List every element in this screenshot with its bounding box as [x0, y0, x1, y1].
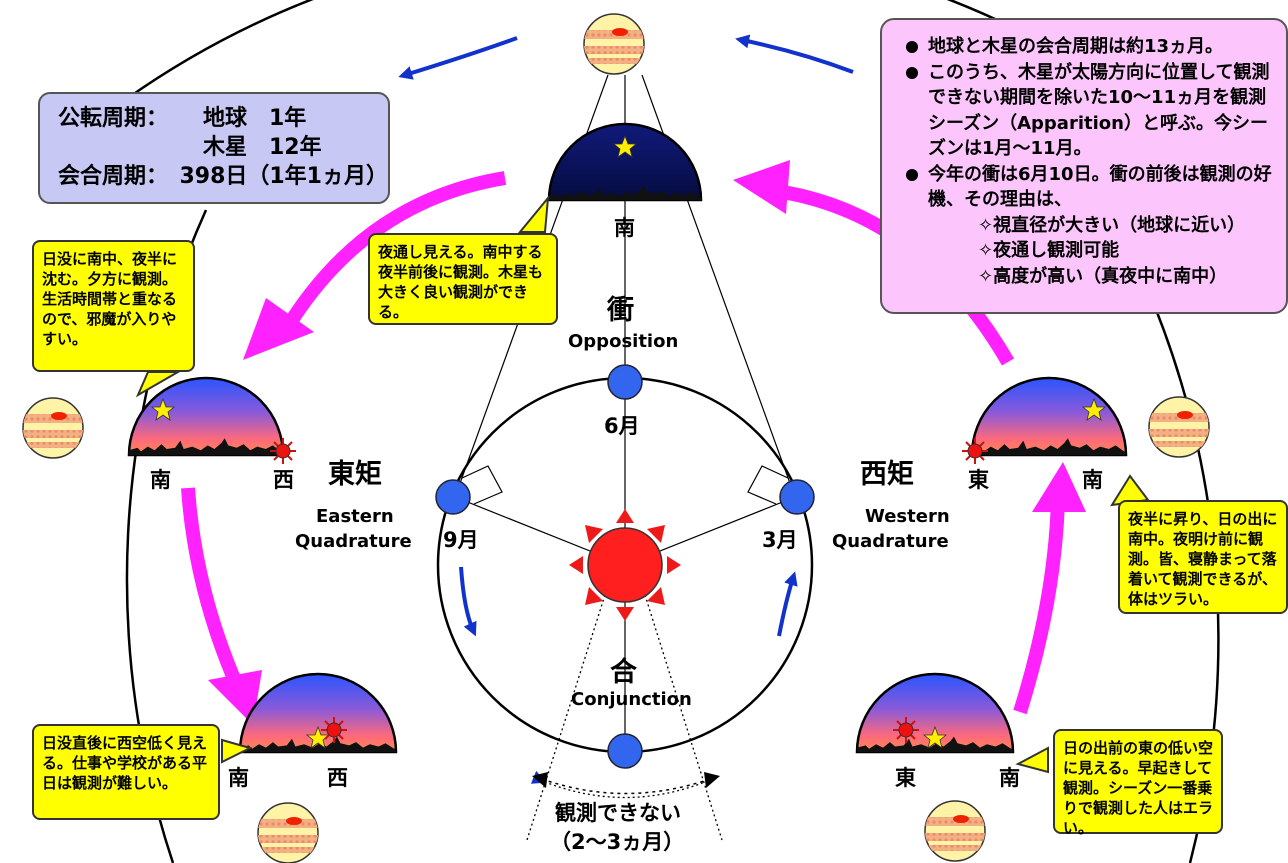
opposition-label: 衝 [607, 295, 634, 326]
eastern-en-label-1: Eastern [316, 506, 394, 527]
jupiter-period: 木星 12年 [203, 135, 322, 160]
eastern-quadrature-label: 東矩 [328, 459, 382, 490]
eastern-en-label-2: Quadrature [295, 531, 412, 552]
arrow-top-left [398, 36, 518, 80]
callout-evening: 日没直後に西空低く見える。仕事や学校がある平日は観測が難しい。 [32, 724, 220, 820]
star-icon [922, 725, 948, 749]
unobservable-period-label: （2～3ヵ月） [550, 830, 685, 854]
info-bullet-3: 今年の衝は6月10日。衝の前後は観測の好機、その理由は、 [906, 162, 1280, 213]
opposition-en-label: Opposition [568, 331, 679, 352]
magenta-arrowheads [208, 160, 1086, 725]
conjunction-en-label: Conjunction [571, 689, 692, 710]
western-en-label-1: Western [865, 506, 950, 527]
star-icon [150, 397, 176, 421]
synodic-label: 会合周期： [58, 164, 169, 189]
arrow-right-up [777, 571, 798, 637]
sky-dome-icon [127, 376, 296, 464]
sun-icon [569, 509, 681, 621]
callout-tails [135, 194, 1150, 774]
month-label-march: 3月 [762, 528, 798, 552]
synodic-value: 398日（1年1ヵ月） [179, 164, 388, 189]
planet-dot-icon [435, 364, 815, 769]
callout-morning: 日の出前の東の低い空に見える。早起きして観測。シーズン一番乗りで観測した人はエラ… [1053, 729, 1223, 837]
star-icon [612, 134, 638, 158]
orbital-period-box: 公転周期： 地球 1年 木星 12年 会合周期： 398日（1年1ヵ月） [38, 92, 390, 204]
arrow-top-right [735, 34, 854, 74]
star-icon [1081, 397, 1107, 421]
western-quadrature-label: 西矩 [860, 459, 914, 490]
dome-direction-south: 南 [999, 766, 1020, 790]
sky-dome-icon [962, 376, 1128, 464]
info-bullet-2: このうち、木星が太陽方向に位置して観測できない期間を除いた10～11ヵ月を観測シ… [906, 60, 1280, 162]
unobservable-arrow [541, 778, 711, 795]
month-label-september: 9月 [443, 528, 479, 552]
dome-direction-east: 東 [968, 468, 989, 492]
dome-direction-south: 南 [228, 766, 249, 790]
sun-icon [893, 717, 919, 743]
unobservable-label: 観測できない [555, 801, 681, 825]
callout-eastern: 日没に南中、夜半に沈む。夕方に観測。生活時間帯と重なるので、邪魔が入りやすい。 [32, 240, 195, 372]
earth-period: 地球 1年 [203, 106, 307, 131]
info-sub-3: ✧高度が高い（真夜中に南中） [978, 265, 1228, 287]
arrow-left-down [459, 566, 477, 637]
info-sub-1: ✧視直径が大きい（地球に近い） [978, 214, 1246, 236]
sun-icon [321, 717, 347, 743]
conjunction-label: 合 [610, 657, 637, 688]
sun-icon [270, 438, 296, 464]
western-en-label-2: Quadrature [832, 531, 949, 552]
callout-opposition: 夜通し見える。南中する夜半前後に観測。木星も大きく良い観測ができる。 [368, 233, 558, 325]
sun-icon [962, 438, 988, 464]
dome-direction-south: 南 [150, 468, 171, 492]
sky-dome-icon [547, 122, 703, 202]
period-label: 公転周期： [58, 106, 169, 131]
star-icon [305, 725, 331, 749]
dome-direction-east: 東 [895, 766, 916, 790]
callout-western: 夜半に昇り、日の出に南中。夜明け前に観測。皆、寝静まって落着いて観測できるが、体… [1118, 500, 1288, 614]
sky-dome-icon [855, 672, 1015, 754]
info-sub-2: ✧夜通し観測可能 [978, 240, 1120, 261]
dome-direction-south: 南 [1082, 468, 1103, 492]
month-label-june: 6月 [604, 414, 640, 438]
sky-dome-icon [238, 672, 398, 754]
dome-direction-south: 南 [614, 216, 635, 240]
info-box: 地球と木星の会合周期は約13ヵ月。 このうち、木星が太陽方向に位置して観測できな… [880, 18, 1288, 314]
unobservable-wedge [526, 594, 723, 841]
info-bullet-1: 地球と木星の会合周期は約13ヵ月。 [906, 34, 1280, 60]
dome-direction-west: 西 [273, 468, 294, 492]
dome-direction-west: 西 [327, 766, 348, 790]
